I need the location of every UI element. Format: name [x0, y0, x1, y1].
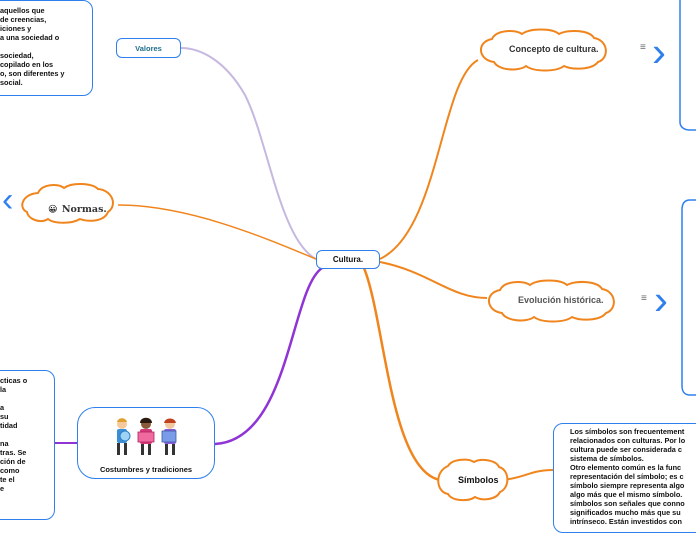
- costumbres-note-line: e: [0, 484, 5, 493]
- concepto-label[interactable]: Concepto de cultura.: [509, 44, 599, 54]
- valores-note-line: iciones y: [0, 24, 32, 33]
- simbolos-note-line: intrínseco. Están investidos con: [570, 517, 682, 526]
- costumbres-note-line: la: [0, 385, 7, 394]
- simbolos-note-line: algo más que el mismo símbolo.: [570, 490, 683, 499]
- valores-note-line: o, son diferentes y: [0, 69, 65, 78]
- simbolos-note: [553, 423, 696, 533]
- mindmap-canvas: [21, 0, 696, 502]
- connector-simbolos: [362, 267, 441, 482]
- simbolos-note-line: significados mucho más que su: [570, 508, 681, 517]
- costumbres-note-line: cticas o: [0, 376, 28, 385]
- simbolos-note-line: símbolos son señales que conno: [570, 499, 685, 508]
- simbolos-note-line: representación del símbolo; es c: [570, 472, 684, 481]
- costumbres-note-line: ción de: [0, 457, 26, 466]
- normas-node[interactable]: 😀 Normas.: [48, 199, 107, 217]
- simbolos-note-line: Otro elemento común es la func: [570, 463, 682, 472]
- simbolos-note-line: cultura puede ser considerada c: [570, 445, 682, 454]
- costumbres-note-line: tras. Se: [0, 448, 27, 457]
- simbolos-note-line: símbolo siempre representa algo: [570, 481, 685, 490]
- connector-simbolos-note: [501, 469, 554, 481]
- central-node[interactable]: Cultura.: [316, 250, 380, 269]
- costumbres-note-line: como: [0, 466, 20, 475]
- concepto-menu-icon[interactable]: ≡: [640, 42, 646, 53]
- valores-note-line: aquellos que: [0, 6, 45, 15]
- connector-normas: [117, 204, 317, 260]
- valores-label: Valores: [135, 43, 162, 53]
- children-illustration-icon: [117, 417, 177, 455]
- valores-note-line: a una sociedad o: [0, 33, 60, 42]
- evolucion-menu-icon[interactable]: ≡: [641, 293, 647, 304]
- simbolos-note-line: relacionados con culturas. Por lo: [570, 436, 686, 445]
- cloud-normas: [21, 183, 114, 224]
- valores-node[interactable]: Valores: [116, 38, 181, 58]
- valores-note-line: sociedad,: [0, 51, 34, 60]
- normas-collapse-chevron-left-icon[interactable]: ‹: [2, 181, 14, 219]
- simbolos-note-line: sistema de símbolos.: [570, 454, 644, 463]
- costumbres-note-line: [0, 394, 27, 403]
- valores-note-line: social.: [0, 78, 23, 87]
- cloud-concepto: [480, 28, 607, 72]
- connector-evolucion: [379, 261, 488, 299]
- valores-note-line: de creencias,: [0, 15, 47, 24]
- cloud-evolucion: [488, 279, 615, 323]
- concepto-expand-chevron-right-icon[interactable]: ›: [652, 28, 666, 75]
- evolucion-expand-chevron-right-icon[interactable]: ›: [654, 276, 668, 323]
- evolucion-note-bracket: [681, 199, 696, 396]
- normas-emoji-icon: 😀: [48, 204, 58, 214]
- central-label: Cultura.: [332, 255, 364, 264]
- costumbres-note-line: te el: [0, 475, 15, 484]
- evolucion-label[interactable]: Evolución histórica.: [518, 295, 604, 305]
- connector-concepto: [379, 59, 479, 260]
- simbolos-label[interactable]: Símbolos: [458, 475, 499, 485]
- costumbres-note-line: a: [0, 403, 5, 412]
- costumbres-note-line: tidad: [0, 421, 18, 430]
- valores-note-line: [0, 42, 64, 51]
- costumbres-note-line: [0, 430, 27, 439]
- concepto-note-bracket: [679, 0, 696, 131]
- valores-note: [0, 0, 93, 96]
- valores-note-line: copilado en los: [0, 60, 54, 69]
- costumbres-note-line: na: [0, 439, 9, 448]
- costumbres-note: [0, 370, 55, 520]
- normas-label: Normas.: [61, 204, 107, 215]
- costumbres-node[interactable]: Costumbres y tradiciones: [77, 407, 215, 479]
- costumbres-label: Costumbres y tradiciones: [99, 465, 193, 474]
- cloud-simbolos: [437, 458, 509, 502]
- connector-valores: [180, 47, 317, 260]
- simbolos-note-line: Los símbolos son frecuentement: [570, 427, 685, 436]
- costumbres-note-line: su: [0, 412, 9, 421]
- connector-costumbres: [214, 266, 323, 446]
